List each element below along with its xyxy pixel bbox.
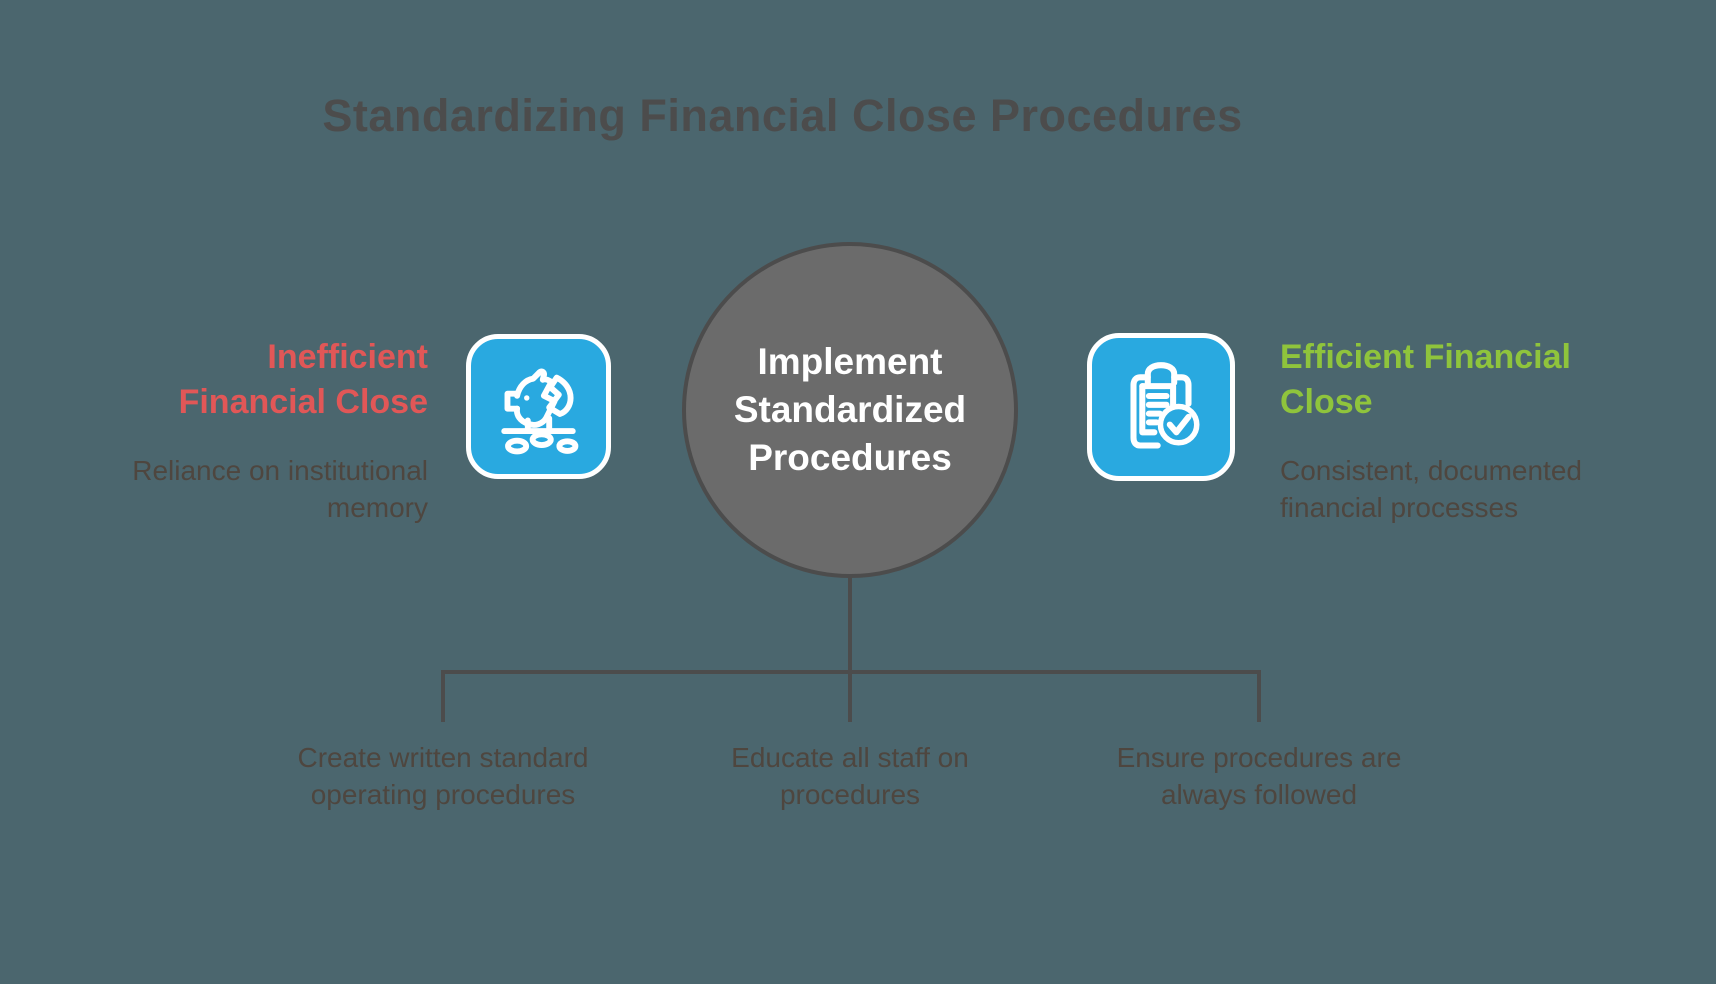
efficient-heading: Efficient Financial Close	[1280, 338, 1571, 421]
connector-drop-right	[1257, 672, 1261, 722]
branch-label-ensure-followed: Ensure procedures are always followed	[1116, 742, 1402, 810]
inefficient-icon-box	[466, 334, 611, 479]
inefficient-heading: Inefficient Financial Close	[178, 338, 428, 421]
center-node-label: Implement Standardized Procedures	[733, 341, 967, 478]
connector-drop-middle	[848, 672, 852, 722]
broken-piggy-bank-icon	[501, 368, 579, 455]
efficient-description: Consistent, documented financial process…	[1280, 455, 1582, 523]
page-title: Standardizing Financial Close Procedures	[322, 90, 1243, 141]
connector-stem	[848, 576, 852, 672]
efficient-icon-box	[1087, 333, 1235, 481]
branch-label-create-sops: Create written standard operating proced…	[297, 742, 589, 810]
branch-label-educate-staff: Educate all staff on procedures	[731, 742, 969, 810]
clipboard-check-icon	[1130, 362, 1200, 449]
inefficient-description: Reliance on institutional memory	[132, 455, 428, 523]
connector-drop-left	[441, 672, 445, 722]
center-node: Implement Standardized Procedures	[682, 242, 1018, 578]
